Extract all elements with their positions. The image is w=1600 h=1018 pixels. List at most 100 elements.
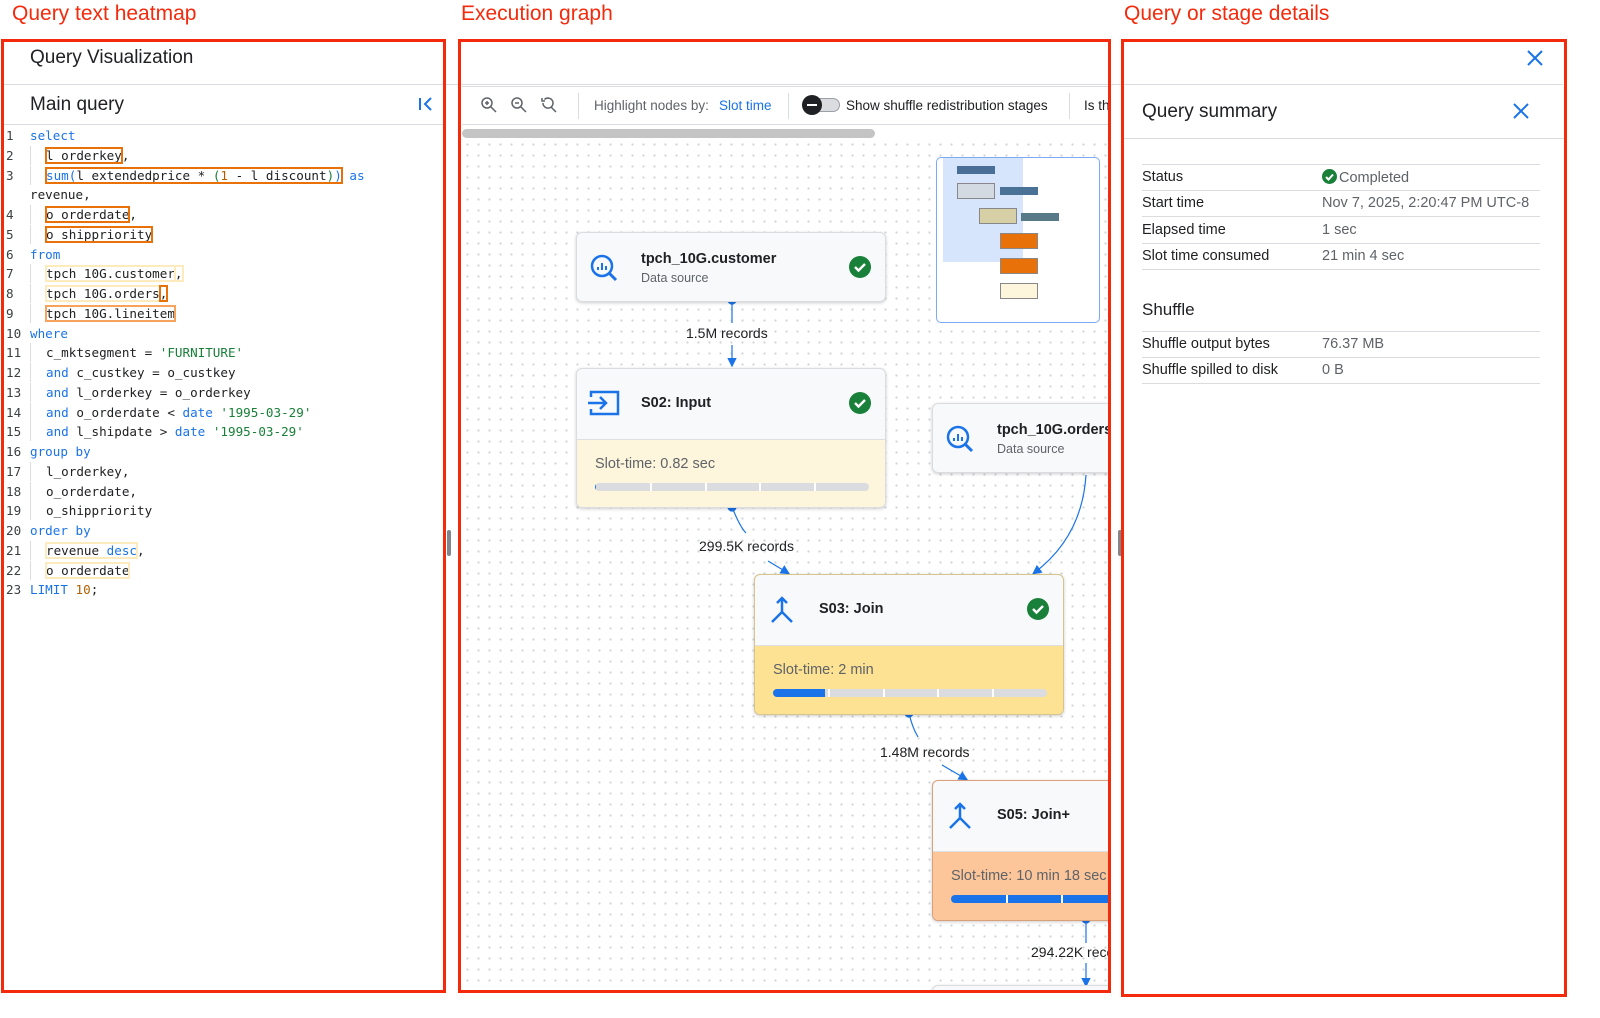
heat-highlight[interactable]: o_orderdate <box>44 561 131 579</box>
left-resize-handle[interactable] <box>447 530 451 556</box>
graph-node-s05[interactable]: S05: Join+ Slot-time: 10 min 18 sec <box>932 780 1110 921</box>
graph-minimap[interactable] <box>936 157 1100 323</box>
heat-highlight[interactable]: tpch_10G.lineitem <box>45 304 176 322</box>
edge-label: 299.5K records <box>699 538 794 554</box>
heat-highlight[interactable]: o_shippriority <box>44 225 154 243</box>
shuffle-toggle[interactable] <box>802 95 840 115</box>
graph-node-customer[interactable]: tpch_10G.customer Data source <box>576 232 886 302</box>
bar-segment-divider <box>827 689 830 697</box>
graph-node-s02[interactable]: S02: Input Slot-time: 0.82 sec <box>576 368 886 508</box>
code-token: c_custkey = o_custkey <box>68 365 236 380</box>
slot-time-bar-fill <box>951 895 1110 903</box>
edge-orders-s03 <box>1032 474 1087 575</box>
indent-guide <box>30 264 46 284</box>
graph-node-next[interactable] <box>932 985 1110 992</box>
slot-time-bar <box>595 483 869 491</box>
edge-s03-s05 <box>908 712 919 738</box>
heat-highlight[interactable]: tpch_10G.orders <box>45 285 161 302</box>
slot-time-label: Slot-time: 10 min 18 sec <box>951 868 1107 884</box>
node-subtitle: Data source <box>997 442 1065 456</box>
code-token: from <box>30 246 61 262</box>
bar-segment-divider <box>1060 895 1063 903</box>
code-token: ( <box>212 167 221 183</box>
code-token: '1995-03-29' <box>220 404 312 420</box>
collapse-left-icon[interactable] <box>416 94 436 114</box>
code-token: c_mktsegment = <box>46 345 160 361</box>
indent-guide <box>30 363 46 382</box>
line-number: 22 <box>6 562 22 578</box>
zoom-out-icon[interactable] <box>510 96 528 117</box>
line-number: 6 <box>6 246 14 262</box>
check-circle-icon <box>1027 598 1049 620</box>
indent-guide <box>30 382 46 402</box>
slot-time-label: Slot-time: 0.82 sec <box>595 456 716 472</box>
code-token: '1995-03-29' <box>212 424 304 440</box>
line-number: 7 <box>6 266 14 282</box>
code-token: date <box>174 424 206 440</box>
annotation-box-heatmap <box>1 39 446 993</box>
line-number: 1 <box>6 128 14 143</box>
line-number: 10 <box>6 325 22 341</box>
detail-value: Nov 7, 2025, 2:20:47 PM UTC-8 <box>1322 195 1529 211</box>
code-token: - l_discount <box>228 167 327 183</box>
node-subtitle: Data source <box>641 271 709 285</box>
line-number: 12 <box>6 365 22 380</box>
line-number: 9 <box>6 305 14 321</box>
horizontal-scrollbar[interactable] <box>462 129 875 138</box>
check-circle-icon <box>1322 169 1337 184</box>
line-number: 18 <box>6 483 22 499</box>
indent-guide <box>30 461 46 481</box>
bar-segment-divider <box>937 689 940 697</box>
toolbar-truncated-option[interactable]: Is th <box>1084 98 1110 113</box>
zoom-in-icon[interactable] <box>480 96 498 117</box>
zoom-reset-icon[interactable] <box>540 96 558 117</box>
code-token: and <box>46 404 69 420</box>
edge-label: 294.22K records <box>1031 944 1110 960</box>
node-title: S02: Input <box>641 395 712 411</box>
code-token: ( <box>68 167 77 183</box>
detail-value-text: 1 sec <box>1322 221 1357 238</box>
heat-highlight[interactable]: , <box>158 285 169 302</box>
heat-highlight[interactable]: , <box>173 265 184 283</box>
right-resize-handle[interactable] <box>1118 530 1122 556</box>
bar-segment-divider <box>649 483 652 491</box>
code-token: ) <box>326 167 335 183</box>
line-number: 8 <box>6 286 14 301</box>
shuffle-toggle-label: Show shuffle redistribution stages <box>846 98 1048 113</box>
graph-node-s03[interactable]: S03: Join Slot-time: 2 min <box>754 574 1064 715</box>
annotation-box-details <box>1121 39 1567 997</box>
heat-highlight[interactable]: sum(l_extendedprice * (1 - l_discount)) <box>45 166 343 184</box>
bar-segment-divider <box>759 483 762 491</box>
heat-highlight[interactable]: l_orderkey <box>45 146 123 164</box>
slot-time-bar-fill <box>773 689 826 697</box>
code-line: 18 o_orderdate, <box>6 481 446 502</box>
code-token: o_orderdate, <box>46 483 137 499</box>
heat-highlight[interactable]: o_orderdate <box>44 206 131 223</box>
line-number: 13 <box>6 384 22 400</box>
execution-graph[interactable]: Highlight nodes by: Slot time Show shuff… <box>462 86 1110 992</box>
graph-node-orders[interactable]: tpch_10G.orders Data source <box>932 403 1110 473</box>
close-details-icon[interactable] <box>1513 103 1529 124</box>
bar-segment-divider <box>1005 895 1008 903</box>
indent-guide <box>30 481 46 501</box>
close-icon[interactable] <box>1526 49 1544 72</box>
heat-highlight[interactable]: revenue desc <box>44 541 139 559</box>
highlight-select[interactable]: Slot time <box>719 98 772 113</box>
code-token: 'FURNITURE' <box>159 345 244 361</box>
code-token: revenue <box>46 542 107 558</box>
detail-value-text: Completed <box>1339 170 1410 186</box>
heat-highlight[interactable]: tpch_10G.customer <box>45 265 176 283</box>
